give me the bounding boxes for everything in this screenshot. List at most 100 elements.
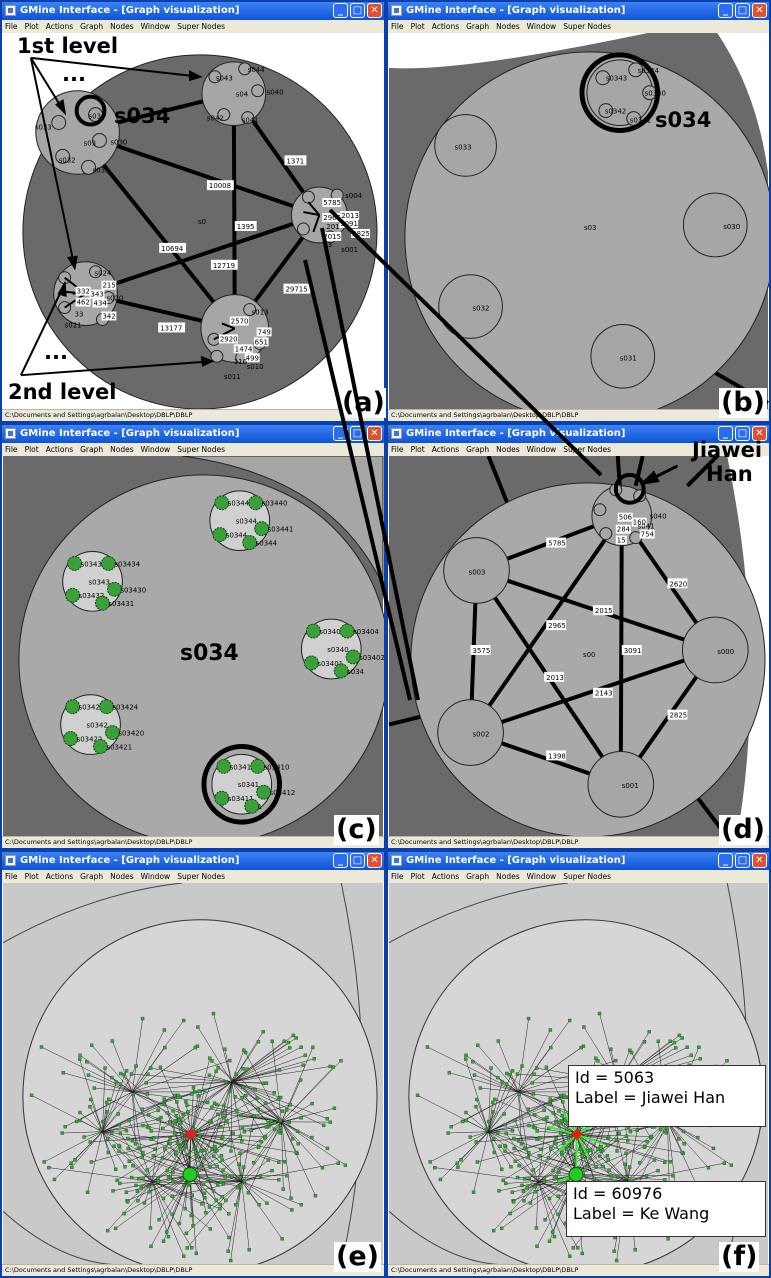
menu-plot[interactable]: Plot — [24, 445, 39, 454]
menu-actions[interactable]: Actions — [45, 22, 74, 31]
graph-node[interactable] — [523, 1177, 527, 1181]
graph-node[interactable] — [198, 1133, 202, 1138]
graph-node[interactable] — [194, 1154, 198, 1159]
graph-node[interactable] — [238, 1134, 243, 1139]
leaf-cluster-node[interactable] — [93, 739, 108, 754]
menu-plot[interactable]: Plot — [410, 445, 425, 454]
graph-node[interactable] — [496, 1131, 500, 1135]
graph-node[interactable] — [270, 1168, 274, 1173]
maximize-button[interactable]: □ — [350, 853, 365, 868]
graph-node[interactable] — [642, 1145, 647, 1150]
leaf-cluster-node[interactable] — [333, 663, 349, 679]
graph-node[interactable] — [165, 1111, 170, 1115]
graph-node[interactable] — [677, 1033, 682, 1038]
graph-node[interactable] — [554, 1137, 558, 1141]
graph-node[interactable] — [520, 1064, 524, 1068]
graph-node[interactable] — [213, 1144, 217, 1149]
graph-node[interactable] — [123, 1165, 127, 1169]
graph-node[interactable] — [711, 1146, 716, 1151]
graph-node[interactable] — [299, 1116, 303, 1120]
graph-node[interactable] — [131, 1163, 135, 1168]
graph-node[interactable] — [141, 1123, 145, 1128]
graph-node[interactable] — [642, 1040, 647, 1044]
graph-node[interactable] — [601, 1164, 605, 1169]
graph-node[interactable] — [190, 1092, 194, 1096]
graph-node[interactable] — [545, 1115, 549, 1120]
graph-node[interactable] — [592, 1176, 596, 1181]
graph-node[interactable] — [559, 1093, 563, 1098]
graph-node[interactable] — [208, 1119, 212, 1124]
graph-node[interactable] — [668, 1160, 673, 1164]
graph-node[interactable] — [133, 1142, 138, 1146]
graph-node[interactable] — [697, 1045, 701, 1050]
graph-node[interactable] — [228, 1258, 233, 1263]
graph-node[interactable] — [63, 1125, 67, 1129]
graph-node[interactable] — [303, 1053, 308, 1057]
menu-nodes[interactable]: Nodes — [496, 445, 520, 454]
graph-node[interactable] — [174, 1114, 179, 1118]
graph-node[interactable] — [547, 1196, 552, 1201]
graph-node[interactable] — [637, 1161, 642, 1165]
graph-node[interactable] — [263, 1101, 268, 1105]
graph-node[interactable] — [182, 1254, 186, 1258]
graph-node[interactable] — [538, 1136, 542, 1140]
graph-node[interactable] — [491, 1109, 495, 1114]
graph-node[interactable] — [184, 1144, 188, 1149]
graph-node[interactable] — [185, 1137, 189, 1141]
supernode-s033[interactable] — [434, 114, 497, 177]
graph-node[interactable] — [125, 1200, 130, 1204]
graph-node[interactable] — [90, 1043, 94, 1047]
graph-node[interactable] — [478, 1086, 483, 1090]
graph-node[interactable] — [227, 1235, 231, 1240]
graph-node[interactable] — [542, 1179, 546, 1183]
graph-node[interactable] — [552, 1234, 557, 1239]
graph-node[interactable] — [343, 1163, 348, 1167]
leaf-cluster-node[interactable] — [95, 595, 110, 611]
graph-node[interactable] — [698, 1057, 702, 1061]
graph-node[interactable] — [242, 1129, 247, 1134]
graph-node[interactable] — [516, 1139, 521, 1143]
graph-node[interactable] — [464, 1118, 468, 1123]
graph-node[interactable] — [206, 1176, 210, 1181]
menu-actions[interactable]: Actions — [45, 445, 74, 454]
graph-node[interactable] — [141, 1150, 145, 1155]
graph-node[interactable] — [474, 1104, 478, 1109]
maximize-button[interactable]: □ — [735, 3, 750, 18]
graph-node[interactable] — [224, 1198, 228, 1203]
graph-node[interactable] — [118, 1082, 123, 1086]
leaf-cluster-node[interactable] — [242, 535, 258, 551]
graph-node[interactable] — [184, 1099, 188, 1104]
graph-node[interactable] — [277, 1068, 282, 1072]
graph-node[interactable] — [73, 1157, 77, 1162]
maximize-button[interactable]: □ — [735, 426, 750, 441]
graph-node[interactable] — [493, 1097, 497, 1102]
graph-node[interactable] — [471, 1190, 476, 1194]
graph-node[interactable] — [240, 1095, 244, 1100]
graph-node[interactable] — [624, 1134, 629, 1139]
graph-node[interactable] — [156, 1179, 160, 1183]
graph-node[interactable] — [199, 1165, 203, 1169]
graph-node[interactable] — [663, 1129, 667, 1133]
graph-node[interactable] — [221, 1112, 225, 1116]
leaf-cluster-node[interactable] — [250, 758, 266, 774]
graph-node[interactable] — [471, 1060, 475, 1064]
graph-node[interactable] — [221, 1168, 225, 1172]
menu-file[interactable]: File — [391, 22, 404, 31]
menu-window[interactable]: Window — [140, 445, 171, 454]
graph-node[interactable] — [201, 1182, 206, 1186]
graph-node[interactable] — [464, 1053, 468, 1058]
graph-node[interactable] — [115, 1178, 119, 1183]
graph-node[interactable] — [239, 1114, 243, 1118]
graph-node[interactable] — [310, 1135, 314, 1140]
graph-node[interactable] — [299, 1045, 303, 1049]
highlight-node-jiawei-han[interactable] — [571, 1128, 583, 1141]
graph-node[interactable] — [617, 1131, 621, 1135]
graph-node[interactable] — [510, 1190, 515, 1194]
graph-node[interactable] — [189, 1213, 193, 1218]
graph-node[interactable] — [110, 1039, 115, 1043]
leaf-cluster-node[interactable] — [254, 521, 270, 537]
graph-node[interactable] — [162, 1097, 166, 1101]
graph-node[interactable] — [519, 1142, 524, 1146]
graph-node[interactable] — [208, 1164, 212, 1169]
